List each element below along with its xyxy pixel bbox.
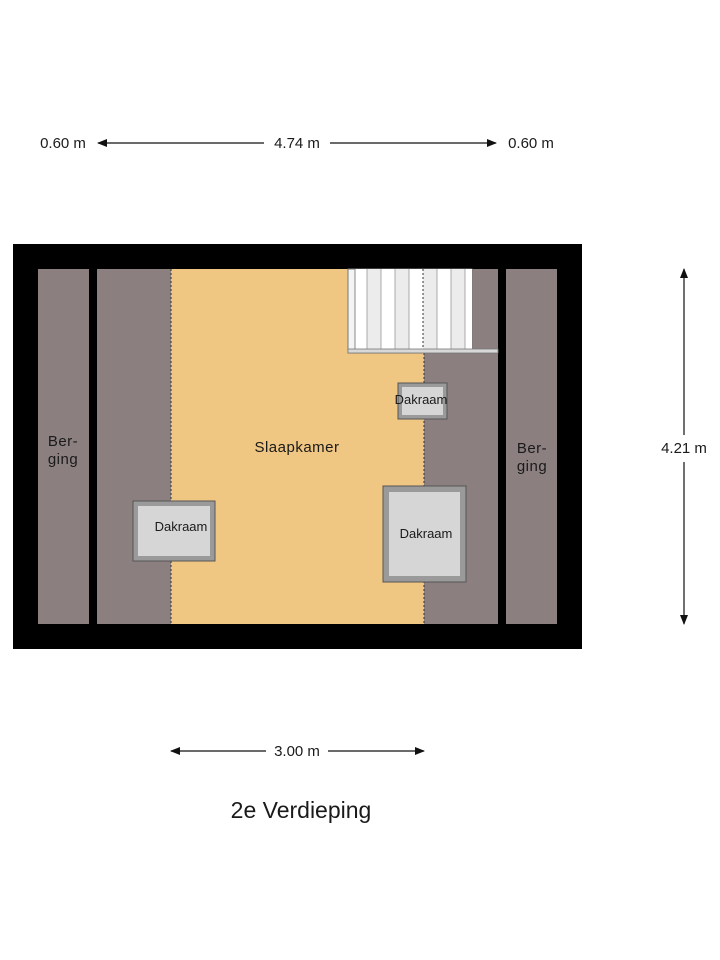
skylight-small-label: Dakraam: [395, 392, 448, 407]
skylight-right: Dakraam: [382, 485, 467, 583]
dim-top-right-label: 0.60 m: [508, 135, 554, 152]
dim-bottom-label: 3.00 m: [274, 743, 320, 760]
dim-right-label: 4.21 m: [661, 440, 707, 457]
skylight-left-label: Dakraam: [155, 519, 208, 534]
room-label-bedroom: Slaapkamer: [254, 439, 339, 456]
storage-left: [38, 269, 89, 624]
attic-zone-left: [97, 269, 171, 624]
skylight-right-label: Dakraam: [400, 526, 453, 541]
room-label-storage-right-2: ging: [517, 458, 547, 475]
skylight-small: Dakraam: [395, 382, 448, 420]
top-dimension: 0.60 m 4.74 m 0.60 m: [40, 135, 554, 152]
dim-top-center-label: 4.74 m: [274, 135, 320, 152]
right-dimension: 4.21 m: [661, 268, 707, 625]
floor-title: 2e Verdieping: [231, 797, 372, 823]
room-label-storage-left-2: ging: [48, 451, 78, 468]
room-label-storage-right-1: Ber-: [517, 440, 547, 457]
room-label-storage-left-1: Ber-: [48, 433, 78, 450]
skylight-left: Dakraam: [132, 500, 216, 562]
stairs: [347, 268, 499, 354]
bottom-dimension: 3.00 m: [170, 743, 425, 760]
storage-right: [506, 269, 557, 624]
dim-top-left-label: 0.60 m: [40, 135, 86, 152]
